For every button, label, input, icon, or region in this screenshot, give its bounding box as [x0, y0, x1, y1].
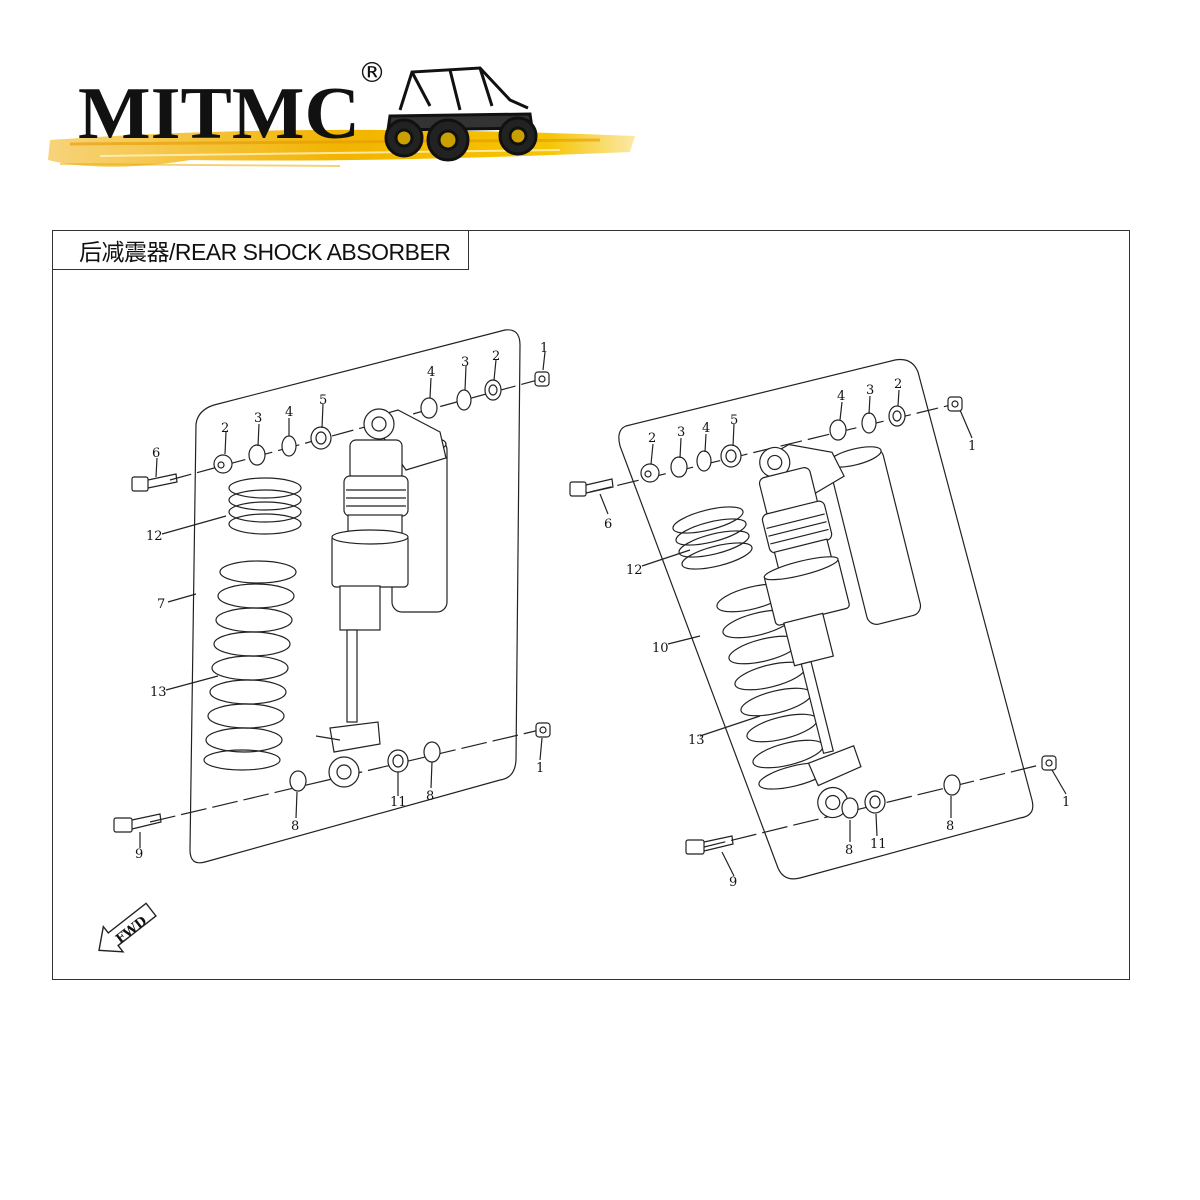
- callout-label: 4: [702, 421, 710, 436]
- right-bearing-top: [720, 444, 742, 468]
- right-bolt-top: [569, 478, 614, 497]
- callout-label: 1: [540, 341, 548, 356]
- brand-logo: MITMC ®: [48, 56, 635, 167]
- right-group-outline: [618, 358, 1034, 880]
- callout-label: 8: [845, 843, 853, 858]
- callout-label: 4: [837, 389, 845, 404]
- callout-label: 8: [426, 789, 434, 804]
- left-oring-top-left: [248, 444, 266, 466]
- callout-label: 5: [730, 413, 738, 428]
- callout-label: 4: [285, 405, 293, 420]
- callout-label: 2: [894, 377, 902, 392]
- diagram-title: 后减震器/REAR SHOCK ABSORBER: [53, 231, 470, 270]
- right-assembly: [569, 358, 1067, 880]
- left-bolt-bottom: [113, 813, 162, 833]
- callout-label: 13: [688, 733, 705, 748]
- left-bushing-top-left: [213, 454, 233, 474]
- logo-wordmark: MITMC: [78, 73, 360, 155]
- left-bushing-top-right: [484, 379, 502, 401]
- left-washer-bottom-left: [289, 770, 307, 792]
- left-oring-top-right: [456, 389, 472, 411]
- left-assembly: [113, 329, 551, 864]
- callout-label: 9: [729, 875, 737, 890]
- callout-label: 8: [946, 819, 954, 834]
- left-shock-body: [315, 408, 448, 788]
- callout-label: 9: [135, 847, 143, 862]
- left-bearing-bottom: [387, 749, 409, 773]
- right-nut-top: [947, 396, 963, 412]
- left-washer-top-left: [281, 435, 297, 457]
- right-oring-top-left: [670, 456, 688, 478]
- fwd-arrow-icon: [98, 902, 157, 953]
- registered-mark: ®: [358, 56, 386, 89]
- left-washer-bottom-right: [423, 741, 441, 763]
- callout-label: 11: [870, 837, 887, 852]
- left-leaders: [139, 351, 546, 848]
- right-leaders: [599, 389, 1067, 877]
- left-bolt-top: [131, 473, 178, 492]
- callout-label: 5: [319, 393, 327, 408]
- callout-label: 6: [152, 446, 160, 461]
- left-callout-labels: 1 2 3 4 1 5 4 3 2 6 12 7 13 11 8 8 9: [135, 341, 548, 862]
- right-washer-bottom-right: [943, 774, 961, 796]
- right-washer-bottom-left: [841, 797, 859, 819]
- callout-label: 1: [1062, 795, 1070, 810]
- callout-label: 1: [968, 439, 976, 454]
- callout-label: 10: [652, 641, 669, 656]
- callout-label: 3: [866, 383, 874, 398]
- left-nut-bottom: [535, 722, 551, 738]
- utv-buggy-icon: [384, 66, 538, 162]
- callout-label: 7: [157, 597, 165, 612]
- left-nut-top: [534, 371, 550, 387]
- callout-label: 2: [221, 421, 229, 436]
- left-washer-top-right: [420, 397, 438, 419]
- right-washer-top-left: [696, 450, 712, 472]
- right-shock-body: [758, 443, 922, 819]
- callout-label: 3: [677, 425, 685, 440]
- callout-label: 1: [536, 761, 544, 776]
- right-nut-bottom: [1041, 755, 1057, 771]
- right-bushing-top-right: [888, 405, 906, 427]
- left-bearing-top: [310, 426, 332, 450]
- callout-label: 2: [492, 349, 500, 364]
- left-spring-small: [228, 477, 302, 535]
- callout-label: 3: [461, 355, 469, 370]
- right-washer-top-right: [829, 419, 847, 441]
- callout-label: 2: [648, 431, 656, 446]
- right-bushing-top-left: [640, 463, 660, 483]
- callout-label: 4: [427, 365, 435, 380]
- right-bearing-bottom: [864, 790, 886, 814]
- callout-label: 8: [291, 819, 299, 834]
- callout-label: 13: [150, 685, 167, 700]
- callout-label: 12: [146, 529, 163, 544]
- right-oring-top-right: [861, 412, 877, 434]
- left-group-outline: [189, 329, 521, 864]
- callout-label: 12: [626, 563, 643, 578]
- callout-label: 3: [254, 411, 262, 426]
- callout-label: 6: [604, 517, 612, 532]
- right-spring-small: [672, 506, 753, 570]
- left-spring-main: [203, 560, 297, 771]
- callout-label: 11: [390, 795, 407, 810]
- right-callout-labels: 4 3 2 1 2 3 4 5 6 12 10 13 1 8 8 11 9: [604, 377, 1070, 890]
- right-bolt-bottom: [685, 835, 734, 855]
